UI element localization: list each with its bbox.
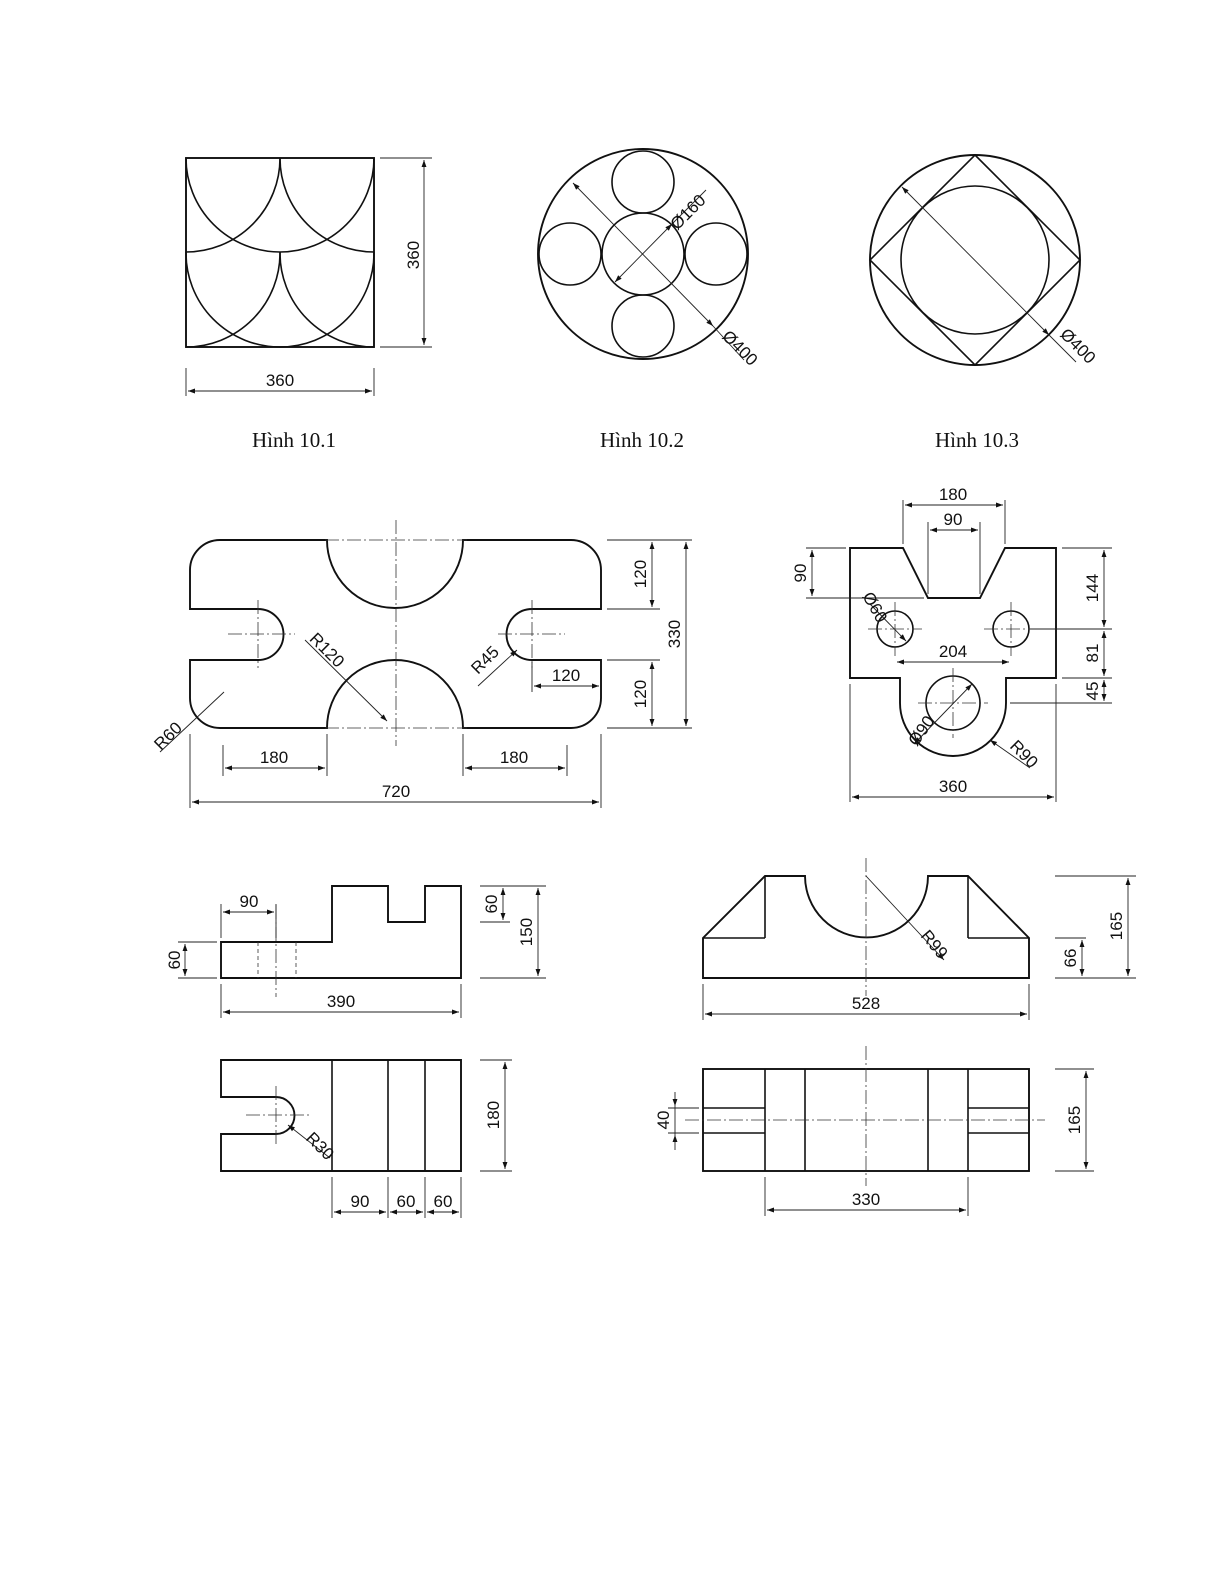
bracket-h3-dim: 45 xyxy=(1083,682,1102,701)
bracket-top-width-dim: 180 xyxy=(939,485,967,504)
plate-slot-length-dim: 120 xyxy=(552,666,580,685)
block-step-width-dim: 90 xyxy=(240,892,259,911)
fig1-height-dim: 360 xyxy=(404,241,423,269)
bracket-notch-depth-dim: 90 xyxy=(791,564,810,583)
caption-fig-10-3: Hình 10.3 xyxy=(935,428,1019,452)
plate-top-height-dim: 120 xyxy=(631,560,650,588)
saddle-depth-dim: 165 xyxy=(1065,1106,1084,1134)
saddle-arc-radius-dim: R99 xyxy=(917,926,952,962)
figure-10-2: Ø160 Ø400 Hình 10.2 xyxy=(538,149,761,452)
plate-total-width-dim: 720 xyxy=(382,782,410,801)
saddle-slot-height-dim: 40 xyxy=(654,1111,673,1130)
caption-fig-10-1: Hình 10.1 xyxy=(252,428,336,452)
plate-bottom-height-dim: 120 xyxy=(631,680,650,708)
part-stepped-block-drawing: 90 60 60 150 390 R30 180 90 xyxy=(165,886,546,1218)
bracket-lower-hole-dim: Ø90 xyxy=(904,712,938,749)
bracket-lower-radius-dim: R90 xyxy=(1006,736,1041,771)
bracket-hole-spacing-dim: 204 xyxy=(939,642,967,661)
plate-right-width-dim: 180 xyxy=(500,748,528,767)
bracket-notch-width-dim: 90 xyxy=(944,510,963,529)
fig3-big-dia-dim: Ø400 xyxy=(1056,325,1099,368)
block-seg2-dim: 60 xyxy=(397,1192,416,1211)
bracket-total-width-dim: 360 xyxy=(939,777,967,796)
saddle-total-height-dim: 165 xyxy=(1107,912,1126,940)
plate-total-height-dim: 330 xyxy=(665,620,684,648)
fig2-big-dia-dim: Ø400 xyxy=(718,327,761,370)
bracket-h1-dim: 144 xyxy=(1083,574,1102,602)
part-saddle-block-drawing: R99 165 66 528 40 165 xyxy=(654,858,1136,1216)
plate-r60-dim: R60 xyxy=(150,718,185,753)
saddle-inner-width-dim: 330 xyxy=(852,1190,880,1209)
plate-r45-dim: R45 xyxy=(467,642,502,677)
plate-r120-dim: R120 xyxy=(306,629,348,671)
part-plate-drawing: R120 R45 R60 120 120 330 120 180 180 720 xyxy=(150,520,692,808)
figure-10-3: Ø400 Hình 10.3 xyxy=(870,155,1099,452)
block-total-width-dim: 390 xyxy=(327,992,355,1011)
saddle-total-width-dim: 528 xyxy=(852,994,880,1013)
part-bracket-drawing: 180 90 90 Ø60 204 144 81 45 Ø90 R90 xyxy=(791,485,1112,802)
block-seg3-dim: 60 xyxy=(434,1192,453,1211)
saddle-low-height-dim: 66 xyxy=(1061,949,1080,968)
block-low-height-dim: 60 xyxy=(165,951,184,970)
block-total-height-dim: 150 xyxy=(517,918,536,946)
plate-left-width-dim: 180 xyxy=(260,748,288,767)
fig1-width-dim: 360 xyxy=(266,371,294,390)
block-seg1-dim: 90 xyxy=(351,1192,370,1211)
caption-fig-10-2: Hình 10.2 xyxy=(600,428,684,452)
block-slot-depth-dim: 60 xyxy=(482,895,501,914)
fig2-small-dia-dim: Ø160 xyxy=(667,191,710,234)
figure-10-1: 360 360 Hình 10.1 xyxy=(186,158,432,452)
bracket-h2-dim: 81 xyxy=(1083,644,1102,663)
block-depth-dim: 180 xyxy=(484,1101,503,1129)
